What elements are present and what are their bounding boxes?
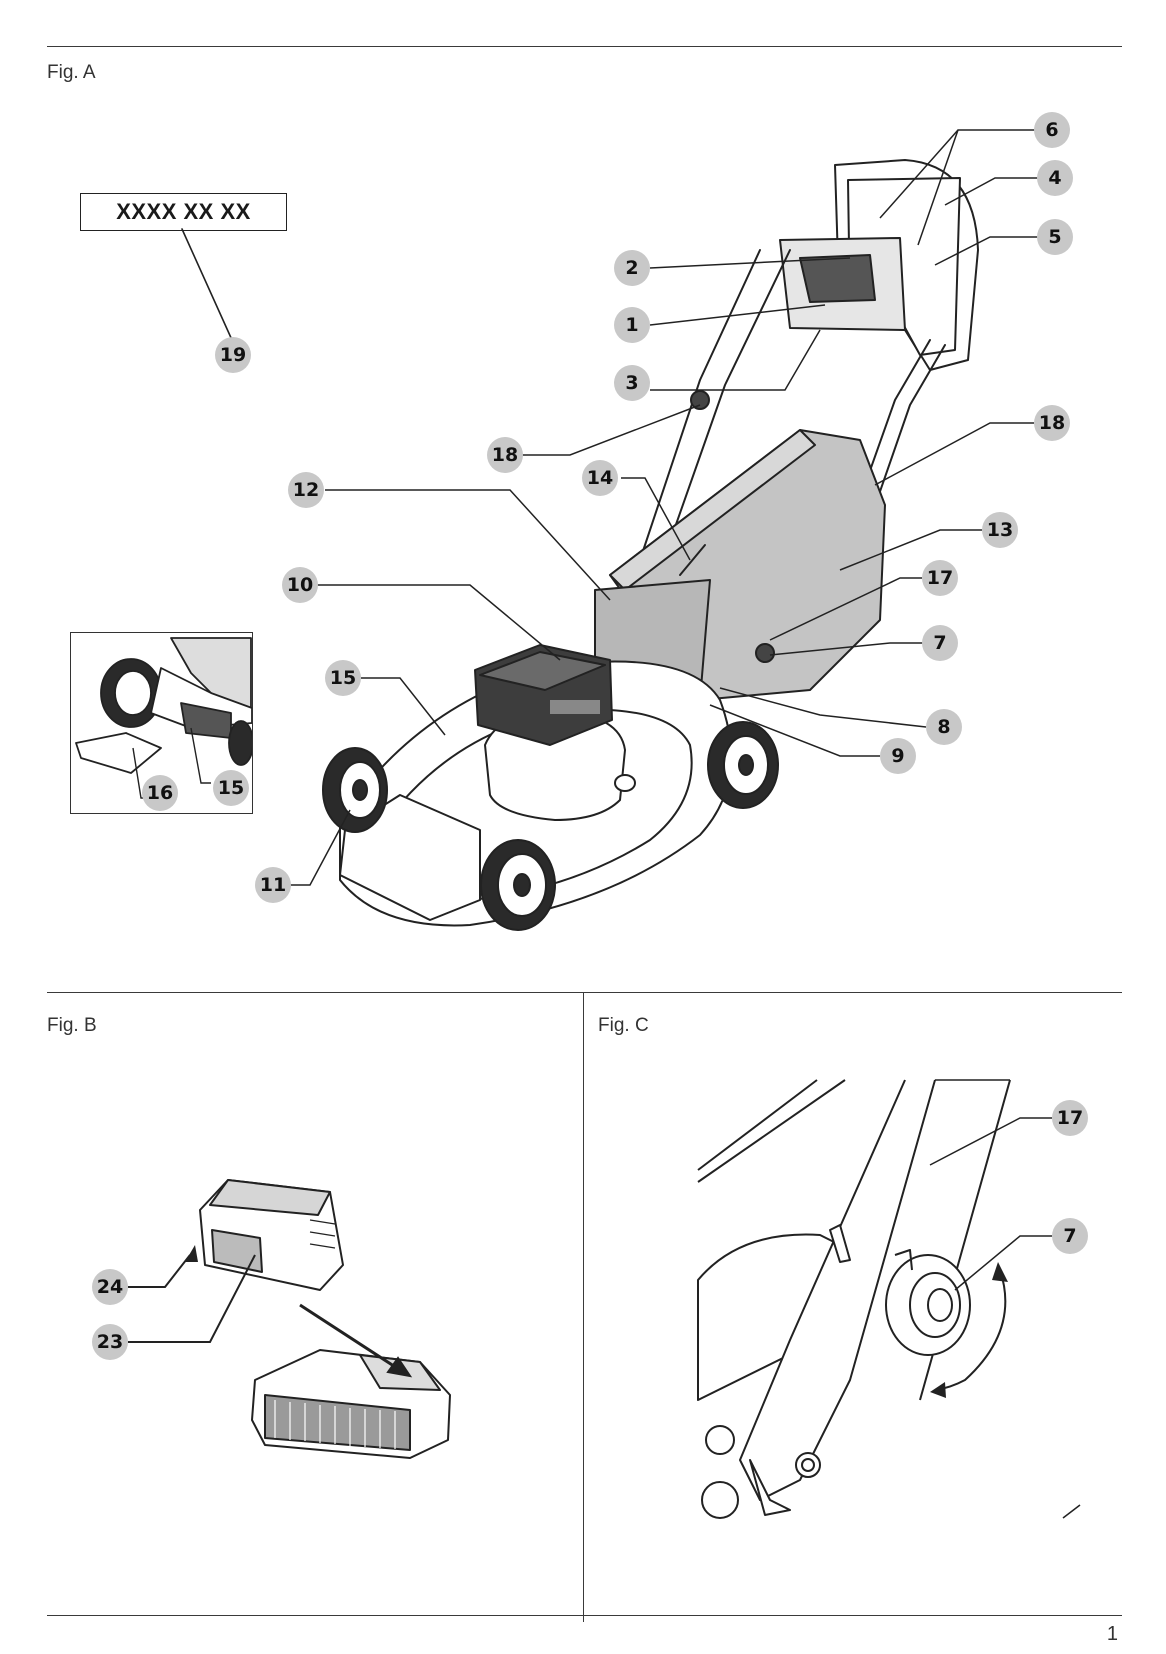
callout-badge-7: 7 (922, 625, 958, 661)
bottom-rule (47, 1615, 1122, 1617)
callout-badge-1: 1 (614, 307, 650, 343)
callout-badge-10: 10 (282, 567, 318, 603)
callout-badge-18-left: 18 (487, 437, 523, 473)
callout-badge-15-main: 15 (325, 660, 361, 696)
callout-badge-11: 11 (255, 867, 291, 903)
callout-badge-14: 14 (582, 460, 618, 496)
inset-illustration (75, 637, 267, 799)
callout-badge-15-inset: 15 (213, 770, 249, 806)
leader-19 (181, 228, 233, 341)
callout-badge-3: 3 (614, 365, 650, 401)
callout-badge-18-right: 18 (1034, 405, 1070, 441)
wheel-front-left (322, 747, 388, 833)
callout-badge-13: 13 (982, 512, 1018, 548)
callout-badge-19: 19 (215, 337, 251, 373)
callout-badge-9: 9 (880, 738, 916, 774)
fig-b-illustration (199, 1179, 451, 1459)
model-number-plate: XXXX XX XX (80, 193, 287, 231)
callout-badge-17: 17 (922, 560, 958, 596)
top-rule (47, 46, 1122, 48)
callout-badge-24: 24 (92, 1269, 128, 1305)
callout-badge-23: 23 (92, 1324, 128, 1360)
wheel-front-right (480, 839, 556, 931)
page-number: 1 (1106, 1623, 1118, 1645)
callout-badge-17-c: 17 (1052, 1100, 1088, 1136)
wheel-rear-right (707, 721, 779, 809)
callout-badge-12: 12 (288, 472, 324, 508)
fig-c-label: Fig. C (598, 1015, 649, 1036)
callout-badge-8: 8 (926, 709, 962, 745)
callout-badge-7-c: 7 (1052, 1218, 1088, 1254)
callout-badge-16: 16 (142, 775, 178, 811)
fig-c-illustration (697, 1079, 1081, 1519)
middle-rule (47, 992, 1122, 994)
fig-a-detail-inset (70, 632, 267, 814)
divider-vertical (583, 992, 585, 1622)
callout-badge-2: 2 (614, 250, 650, 286)
front-flap (339, 794, 481, 921)
fig-b-label: Fig. B (47, 1015, 97, 1036)
handle-left-bar (639, 249, 761, 561)
callout-badge-6: 6 (1034, 112, 1070, 148)
fig-a-label: Fig. A (47, 62, 96, 83)
callout-badge-5: 5 (1037, 219, 1073, 255)
callout-badge-4: 4 (1037, 160, 1073, 196)
